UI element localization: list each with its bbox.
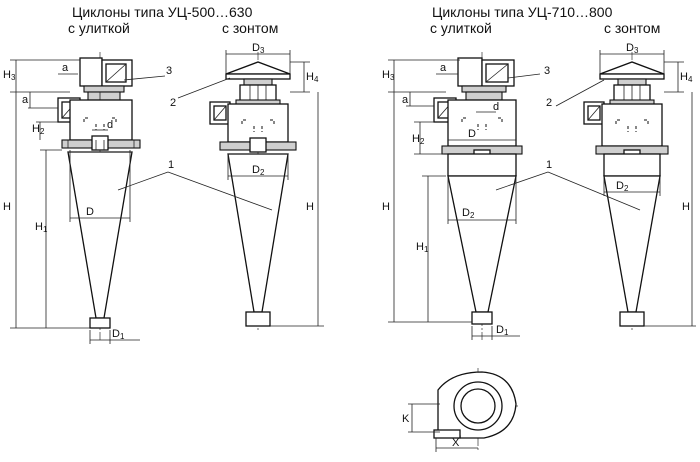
svg-text:H: H [382,201,390,213]
svg-text:2: 2 [260,168,265,177]
svg-text:1: 1 [120,332,125,341]
svg-text:H: H [412,133,420,145]
label-X: X [452,437,460,449]
label-a-top: a [62,62,69,74]
cyclone-500-umbrella [209,52,297,332]
svg-text:H: H [680,71,688,83]
label-h1: H [35,221,43,233]
cyclone-710-umbrella [583,52,669,332]
label-K: K [402,413,410,425]
label-D2: D [252,164,260,176]
svg-text:4: 4 [314,75,319,84]
svg-text:3: 3 [260,46,265,55]
svg-text:1: 1 [504,328,509,337]
svg-text:d: d [493,101,499,113]
label-h3: H [3,69,11,81]
svg-text:1: 1 [546,159,552,171]
right-title: Циклоны типа УЦ-710…800 [432,4,613,20]
dimensions-right [388,50,696,452]
label-h-right: H [306,201,314,213]
callout-2: 2 [170,97,176,109]
cyclone-710-volute [433,52,523,340]
svg-text:a: a [402,94,409,106]
left-variant-umbrella: с зонтом [222,20,278,36]
svg-text:2: 2 [470,211,475,220]
callout-1: 1 [168,159,174,171]
svg-text:3: 3 [11,73,16,82]
svg-text:D: D [626,42,634,54]
svg-text:1: 1 [43,225,48,234]
label-D1: D [112,328,120,340]
label-h2: H [32,123,40,135]
label-h4: H [306,71,314,83]
volute-top-view [433,368,520,452]
label-d: d [107,119,113,131]
left-variant-volute: с улиткой [68,20,130,36]
labels-left: H 3 H a H 2 H 1 a d D D 1 D 2 D 3 H 4 H … [3,42,319,341]
dimensions-left [10,50,324,344]
cyclone-500-volute [57,52,141,342]
svg-text:D: D [468,128,476,140]
svg-text:1: 1 [424,245,429,254]
callout-3: 3 [166,65,172,77]
svg-text:2: 2 [624,184,629,193]
svg-text:D: D [462,207,470,219]
label-a-left: a [22,94,29,106]
right-variant-umbrella: с зонтом [604,20,660,36]
label-D3: D [252,42,260,54]
svg-text:2: 2 [40,127,45,136]
svg-text:3: 3 [634,46,639,55]
svg-text:3: 3 [390,73,395,82]
svg-text:a: a [440,62,447,74]
svg-text:2: 2 [420,137,425,146]
svg-text:H: H [682,201,690,213]
svg-text:H: H [416,241,424,253]
svg-text:4: 4 [688,75,693,84]
svg-text:H: H [382,69,390,81]
svg-text:3: 3 [544,65,550,77]
svg-text:D: D [496,324,504,336]
right-variant-volute: с улиткой [430,20,492,36]
label-h: H [3,201,11,213]
svg-text:D: D [616,180,624,192]
label-D: D [86,206,94,218]
svg-text:2: 2 [546,97,552,109]
left-title: Циклоны типа УЦ-500…630 [72,4,253,20]
labels-right: H 3 H a H 2 H 1 a d D D 2 D 1 D 2 D 3 H … [382,42,693,449]
